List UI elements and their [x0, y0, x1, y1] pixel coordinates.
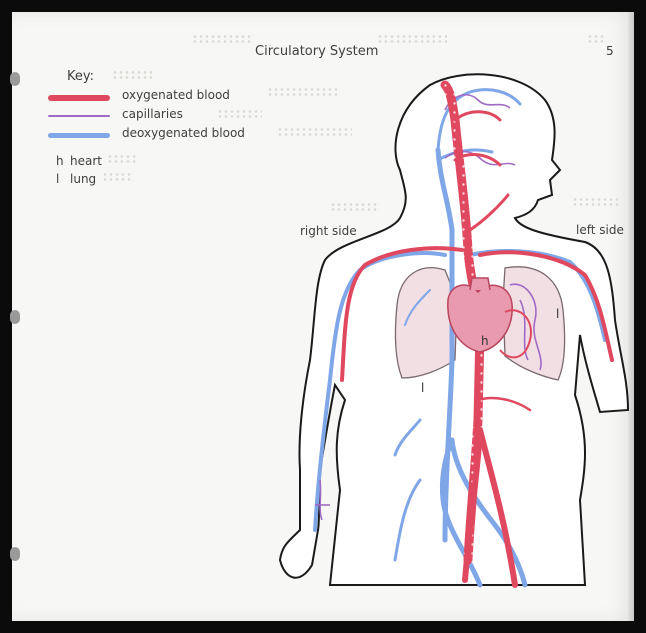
left-lung-marker: l	[556, 307, 559, 321]
right-lung	[395, 268, 457, 378]
right-lung-marker: l	[421, 381, 424, 395]
heart-marker: h	[481, 334, 489, 348]
